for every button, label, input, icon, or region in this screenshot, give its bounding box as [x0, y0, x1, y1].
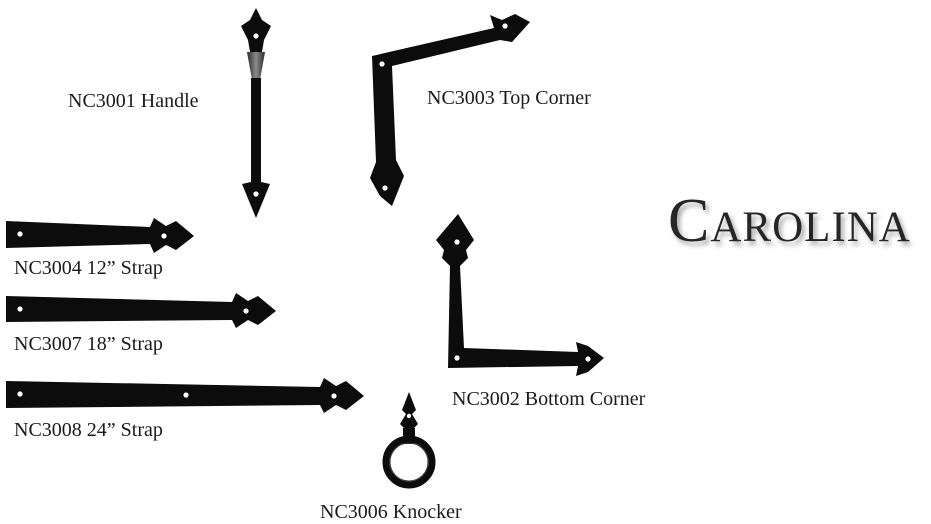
- strap-24-label: NC3008 24” Strap: [14, 419, 163, 441]
- handle-image: [241, 8, 271, 218]
- bottom-corner-image: [436, 214, 604, 376]
- strap-24-image: [6, 378, 364, 413]
- strap-12-image: [6, 218, 194, 253]
- collection-title: Carolina: [668, 187, 911, 255]
- top-corner-image: [370, 14, 530, 206]
- knocker-label: NC3006 Knocker: [320, 501, 462, 523]
- knocker-image: [382, 392, 436, 489]
- strap-18-image: [6, 293, 276, 328]
- bottom-corner-label: NC3002 Bottom Corner: [452, 388, 646, 410]
- strap-18-label: NC3007 18” Strap: [14, 333, 163, 355]
- top-corner-label: NC3003 Top Corner: [427, 87, 591, 109]
- handle-label: NC3001 Handle: [68, 90, 199, 112]
- strap-12-label: NC3004 12” Strap: [14, 257, 163, 279]
